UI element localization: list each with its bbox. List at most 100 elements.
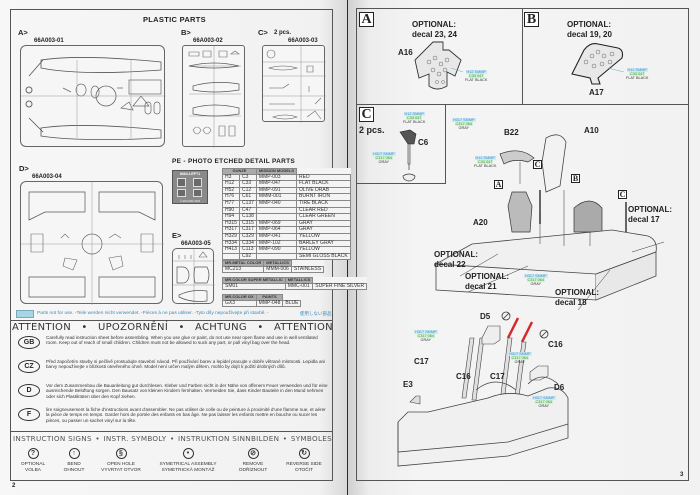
step-a-label: A (359, 12, 374, 27)
symmetrical-icon: • (182, 448, 194, 459)
part-d5-label: D5 (480, 312, 491, 321)
sign-label-cz: SYMETRICKÁ MONTÁŽ (161, 467, 215, 473)
sprue-a (20, 45, 166, 147)
right-page: A OPTIONAL: decal 23, 24 A16 H12 SMMP C3… (348, 0, 700, 495)
paint-code-mid: C317 064 (510, 356, 529, 361)
mission-code: MMP-090 (255, 246, 298, 254)
gunze-c-code: C92 (238, 252, 257, 261)
paint-code-mid: C33 047 (477, 160, 494, 165)
paint-code-top: H317 SMMP (372, 152, 396, 156)
part-a16-drawing (414, 41, 464, 90)
ref-b-box: B (571, 174, 580, 183)
bullet: • (169, 434, 175, 443)
cockpit-assembly-drawing (434, 134, 665, 311)
pe-part (193, 189, 202, 197)
optional-decal-21-label: OPTIONAL: (465, 272, 509, 281)
paint-code-top: H12 SMMP (403, 112, 425, 116)
optional-decal-17-label: OPTIONAL: (628, 205, 672, 214)
sprue-e (172, 248, 215, 305)
sprue-c (262, 45, 326, 123)
pe-fret-copyright: © EDUARD 2018 (179, 200, 201, 203)
bullet: • (282, 434, 288, 443)
paint-name: GRAY (458, 126, 469, 131)
metallic-code: MC213 (221, 265, 265, 274)
pe-part (177, 189, 186, 197)
sprue-e-drawing (173, 249, 215, 305)
lang-badge-cz: CZ (18, 360, 40, 373)
paint-callout: H317 SMMP C317 064 GRAY (524, 274, 548, 287)
sprue-a-drawing (21, 57, 166, 140)
paint-callout: H12 SMMP C33 047 FLAT BLACK (465, 70, 487, 83)
paint-code-mid: C33 047 (629, 72, 646, 77)
lang-badge-f: F (18, 408, 40, 421)
mission-code (255, 252, 298, 261)
not-for-use-note: Parts not for use. -Teile werden nicht v… (37, 311, 269, 316)
sprue-a-code: 66A003-01 (33, 38, 65, 44)
paint-code-mid: C33 047 (468, 74, 485, 79)
part-d6-label: D6 (554, 383, 565, 392)
step-b-optional: OPTIONAL: (567, 20, 611, 29)
attention-header: ATTENTION • UPOZORNĚNÍ • ACHTUNG • ATTEN… (12, 322, 333, 333)
paint-code-mid: C33 047 (406, 116, 423, 121)
optional-decal-17: decal 17 (628, 215, 660, 224)
paint-callout: H317 SMMP C317 064 GRAY (532, 396, 556, 409)
rear-cockpit-assembly-drawing (397, 311, 569, 467)
paint-callout: H317 SMMP C317 064 GRAY (414, 330, 438, 343)
sprue-b (182, 45, 245, 148)
paint-code-top: H12 SMMP (474, 156, 496, 160)
sign-remove: ⊘ REMOVE ODŘÍZNOUT (232, 448, 274, 473)
sign-label-cz: OTOČIT (294, 467, 314, 473)
sprue-d-drawing (21, 182, 164, 305)
reverse-side-icon: ↻ (298, 448, 310, 459)
signs-cz: INSTR. SYMBOLY (103, 434, 167, 443)
paint-code-mid: C317 064 (454, 122, 473, 127)
attention-fr: ATTENTION (273, 322, 333, 333)
bend-icon: ↑ (68, 448, 80, 459)
part-c17-label: C17 (414, 357, 429, 366)
paint-code-top: H317 SMMP (508, 352, 532, 356)
sprue-b-code: 66A003-02 (192, 38, 224, 44)
gx-code: GX3 (222, 299, 257, 308)
sprue-d-code: 66A003-04 (31, 174, 63, 180)
paint-code-mid: C317 064 (416, 334, 435, 339)
gunze-h-code: H413 (222, 246, 240, 254)
pe-title: PE - PHOTO ETCHED DETAIL PARTS (172, 158, 296, 165)
sign-label: SYMETRICAL ASSEMBLY (159, 462, 217, 467)
pe-fret: 8464-LEPT1 © EDUARD 2018 (172, 170, 208, 204)
paint-code-top: H317 SMMP (532, 396, 556, 400)
warning-f: lire soigneusement la fiche d'instructio… (46, 407, 326, 423)
warning-d: Vor dem Zusammenbau die Bauanleitung gut… (46, 383, 328, 399)
pe-fret-code: 8464-LEPT1 (179, 172, 201, 176)
divider (10, 320, 333, 321)
metallic-name: STAINLESS (290, 265, 325, 274)
part-a17-label: A17 (589, 88, 604, 97)
sprue-c-qty: 2 pcs. (274, 30, 292, 36)
paint-code-top: H12 SMMP (626, 68, 648, 72)
part-c17-label: C17 (490, 372, 505, 381)
optional-decal-18-label: OPTIONAL: (555, 288, 599, 297)
part-a17-drawing (571, 43, 625, 85)
step-c-label: C (359, 107, 374, 122)
paint-code-top: H317 SMMP (414, 330, 438, 334)
paint-name: FLAT BLACK (403, 120, 426, 125)
step-b-decal: decal 19, 20 (567, 30, 612, 39)
signs-header: INSTRUCTION SIGNS • INSTR. SYMBOLY • INS… (13, 434, 332, 443)
step-c-box (356, 104, 446, 184)
mission-code (255, 206, 298, 215)
divider (10, 431, 333, 432)
lang-badge-gb: GB (18, 336, 40, 349)
step-a-decal: decal 23, 24 (412, 30, 457, 39)
remove-icon: ⊘ (247, 448, 259, 459)
bullet: • (95, 434, 100, 443)
page-number: 2 (12, 483, 16, 489)
not-for-use-swatch (16, 310, 34, 318)
sign-label: REMOVE (242, 462, 264, 467)
sprue-c-code: 66A003-03 (287, 38, 319, 44)
paint-callout: H12 SMMP C33 047 FLAT BLACK (626, 68, 648, 81)
sprue-e-letter: E> (172, 231, 182, 240)
